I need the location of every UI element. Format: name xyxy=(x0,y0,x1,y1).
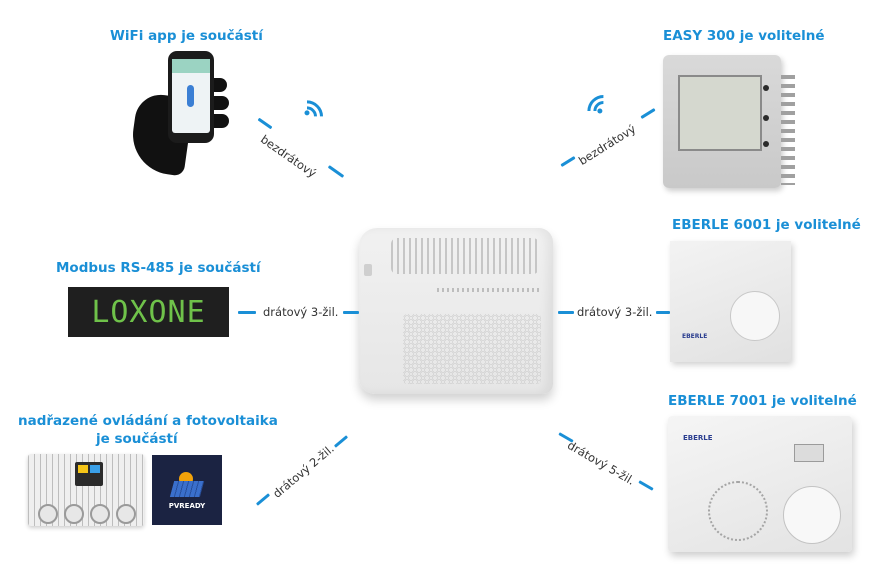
unit-side-knob xyxy=(364,264,372,276)
smartphone xyxy=(168,51,214,143)
title-nadrazene-2: je součástí xyxy=(96,431,178,447)
connector-dash-easy-1 xyxy=(560,155,576,168)
title-nadrazene-1: nadřazené ovládání a fotovoltaika xyxy=(18,413,278,429)
easy300-button xyxy=(763,115,769,121)
loxone-logo: LOXONE xyxy=(68,287,229,337)
connector-dash-e7001-2 xyxy=(638,480,654,491)
phone-screen-indicator xyxy=(187,85,194,107)
controller-screen xyxy=(75,462,103,486)
eberle6001-dial xyxy=(730,291,780,341)
phone-screen xyxy=(172,59,210,133)
title-wifi-app: WiFi app je součástí xyxy=(110,28,263,44)
wifi-icon xyxy=(580,88,627,134)
eberle6001-thermostat: EBERLE xyxy=(670,241,791,362)
title-modbus: Modbus RS-485 je součástí xyxy=(56,260,261,276)
unit-mid-grille xyxy=(437,288,541,292)
hand-phone-icon xyxy=(0,0,229,177)
easy300-button xyxy=(763,141,769,147)
eberle6001-logo: EBERLE xyxy=(682,333,708,340)
connector-dash-loxone-2 xyxy=(343,311,359,314)
controller-pump xyxy=(64,504,84,524)
unit-bottom-grille xyxy=(403,314,541,384)
easy300-device xyxy=(663,55,781,188)
connector-dash-easy-2 xyxy=(640,107,656,120)
pvready-text: PVREADY xyxy=(168,502,206,510)
connector-dash-ctrl-2 xyxy=(333,435,349,448)
controller-screen-tile xyxy=(78,465,88,473)
easy300-side-fins xyxy=(781,75,795,185)
unit-top-grille xyxy=(391,238,539,274)
title-easy300: EASY 300 je volitelné xyxy=(663,28,825,44)
connector-dash-loxone-1 xyxy=(238,311,256,314)
connection-label-e7001: drátový 5-žil. xyxy=(565,438,638,488)
eberle7001-switch xyxy=(794,444,824,462)
connector-dash-wifi-1 xyxy=(257,117,273,130)
pvready-logo: PVREADY xyxy=(152,455,222,525)
controller-pump xyxy=(90,504,110,524)
eberle7001-thermostat: EBERLE xyxy=(668,416,852,552)
eberle7001-humidity-scale xyxy=(708,481,768,541)
connector-dash-ctrl-1 xyxy=(255,493,271,506)
master-controller-device xyxy=(28,454,144,526)
eberle7001-temperature-dial xyxy=(783,486,841,544)
eberle7001-logo: EBERLE xyxy=(683,434,713,442)
connector-dash-e6001-2 xyxy=(656,311,670,314)
solar-panel-icon xyxy=(169,481,205,497)
connector-dash-wifi-2 xyxy=(327,165,345,178)
wifi-icon xyxy=(284,93,330,140)
connection-label-easy: bezdrátový xyxy=(576,121,639,168)
controller-screen-tile xyxy=(90,465,100,473)
connection-label-e6001: drátový 3-žil. xyxy=(577,305,653,319)
title-eberle7001: EBERLE 7001 je volitelné xyxy=(668,393,857,409)
title-eberle6001: EBERLE 6001 je volitelné xyxy=(672,217,861,233)
central-dehumidifier-unit xyxy=(359,228,553,394)
easy300-lcd xyxy=(678,75,762,151)
easy300-button xyxy=(763,85,769,91)
connector-dash-e6001-1 xyxy=(558,311,574,314)
phone-screen-header xyxy=(172,59,210,73)
connection-label-ctrl: drátový 2-žil. xyxy=(270,441,337,501)
controller-pump xyxy=(38,504,58,524)
connection-label-loxone: drátový 3-žil. xyxy=(263,305,339,319)
connection-label-wifi: bezdrátový xyxy=(257,132,319,181)
controller-pump xyxy=(116,504,136,524)
